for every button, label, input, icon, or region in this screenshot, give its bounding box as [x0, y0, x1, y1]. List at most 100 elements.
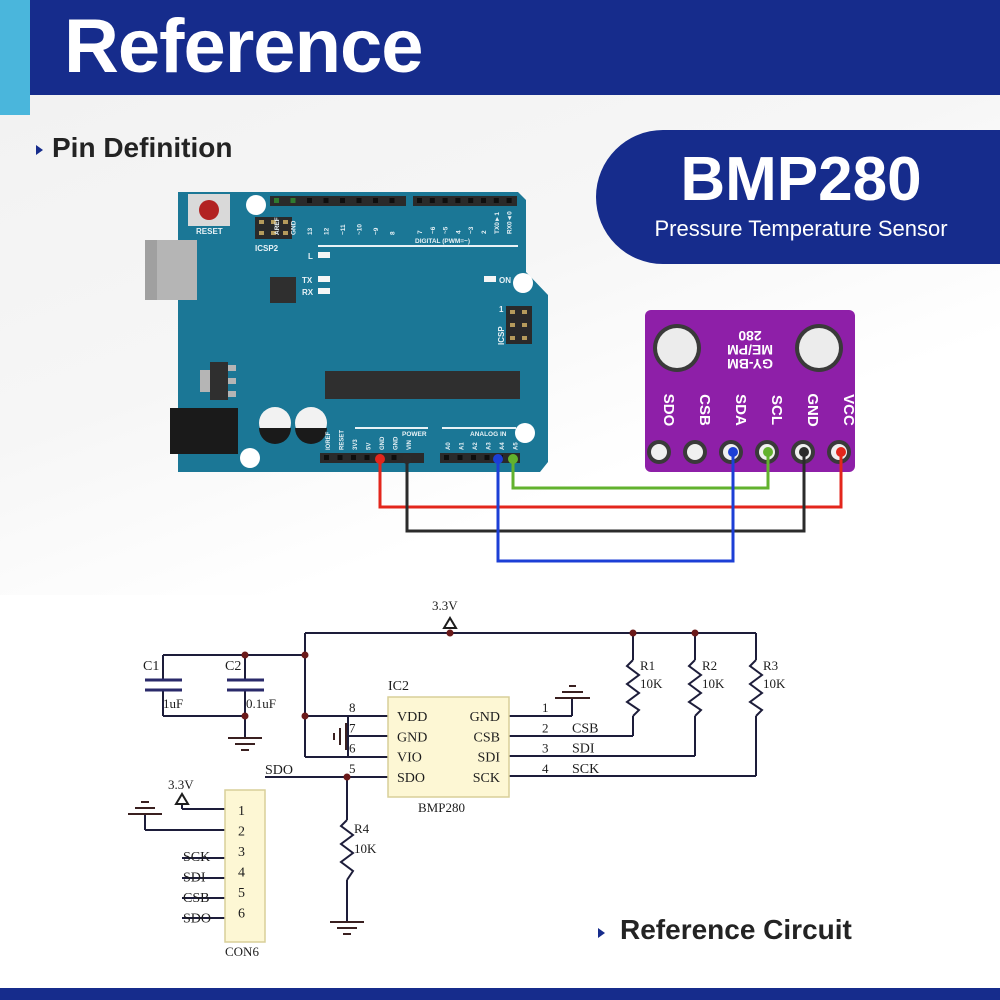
led-tx: [318, 276, 330, 282]
digital-pin: [493, 198, 499, 203]
connector-pin-number: 2: [238, 825, 245, 840]
ic-pin-name: SDI: [477, 751, 500, 766]
power-pin: [337, 455, 343, 460]
wire-vcc: [378, 452, 843, 509]
led-rx: [318, 288, 330, 294]
digital-header-right: [413, 196, 517, 206]
analog-pin-label: A5: [514, 442, 520, 450]
module-pin-label: VCC: [840, 394, 857, 426]
digital-pin-label: 8: [390, 231, 397, 235]
module-mount-hole: [657, 328, 697, 368]
reference-schematic: 3.3V 3.3V C1 1uF C2 0.1uF R1 10K R2 10K …: [128, 598, 786, 959]
power-pin-label: RESET: [340, 430, 346, 450]
led-on: [484, 276, 496, 282]
product-badge: BMP280 Pressure Temperature Sensor: [596, 130, 1000, 264]
digital-pin: [356, 198, 362, 203]
section-title-pin-definition: Pin Definition: [52, 132, 233, 163]
wire-scl: [511, 452, 770, 490]
r1-value: 10K: [640, 676, 663, 691]
icsp-pin1-label: 1: [499, 305, 504, 314]
power-pin-label: VIN: [407, 440, 413, 450]
analog-header-label: ANALOG IN: [470, 431, 507, 438]
led-label-on: ON: [499, 276, 511, 285]
sdo-net-label: SDO: [265, 763, 293, 778]
module-pin-hole: [651, 444, 667, 460]
connector-net-label: SCK: [183, 850, 210, 865]
connector-pin-number: 3: [238, 845, 245, 860]
silkscreen-line: GY-BM: [727, 356, 773, 372]
product-subtitle: Pressure Temperature Sensor: [654, 216, 948, 241]
digital-pin: [468, 198, 474, 203]
analog-pin: [457, 455, 463, 460]
connector-pin-number: 4: [238, 866, 245, 881]
silkscreen-line: 280: [738, 328, 762, 344]
analog-header: [440, 453, 520, 463]
power-pin-label: GND: [394, 436, 400, 450]
analog-pin-label: A0: [446, 442, 452, 450]
connector-ref: CON6: [225, 944, 259, 959]
r4-ref: R4: [354, 821, 370, 836]
section-title-reference-circuit: Reference Circuit: [620, 914, 852, 945]
led-label-rx: RX: [302, 288, 314, 297]
net-label: SDI: [572, 742, 595, 757]
digital-pin: [429, 198, 435, 203]
module-pin-hole: [687, 444, 703, 460]
digital-pin-label: AREF: [274, 217, 281, 235]
power-pin-label: IOREF: [326, 431, 332, 450]
usb-connector-edge: [145, 240, 157, 300]
digital-pin: [307, 198, 312, 203]
electrolytic-capacitors: [259, 407, 327, 444]
digital-pin-label: 7: [417, 230, 424, 234]
regulator-legs: [228, 365, 236, 397]
ic-pin-name: VIO: [397, 751, 422, 766]
digital-header-label: DIGITAL (PWM=~): [415, 238, 470, 245]
r3-value: 10K: [763, 676, 786, 691]
c1-value: 1uF: [163, 696, 183, 711]
analog-pin: [444, 455, 449, 460]
bullet-icon: [598, 928, 605, 938]
voltage-regulator: [210, 362, 228, 400]
analog-pin-label: A3: [487, 442, 493, 450]
digital-pin-label: ~6: [430, 226, 437, 234]
digital-pin-label: 13: [307, 227, 314, 235]
header-accent-bar: [0, 0, 30, 115]
power-pin: [351, 455, 356, 460]
icsp2-pins: [259, 220, 288, 235]
digital-pin-label: ~10: [357, 224, 364, 235]
analog-pin-label: A1: [460, 442, 466, 450]
icsp-pins: [510, 310, 527, 340]
power-pin-label: 5V: [367, 443, 373, 450]
connector-net-label: SDO: [183, 912, 211, 927]
r2-value: 10K: [702, 676, 725, 691]
digital-pin: [481, 198, 486, 203]
digital-pin: [506, 198, 512, 203]
digital-pin-label: TX0►1: [494, 212, 501, 234]
ic-pin-number: 8: [349, 700, 356, 715]
module-mount-hole: [799, 328, 839, 368]
power-pin-label: 3V3: [353, 439, 359, 450]
silkscreen-line: ME/PM: [727, 342, 773, 358]
resistor-symbols: [339, 659, 764, 881]
mounting-hole: [515, 423, 535, 443]
mounting-hole: [246, 195, 266, 215]
digital-pin: [373, 198, 378, 203]
header-banner: Reference: [30, 0, 1000, 95]
wire-sda: [496, 452, 735, 563]
c1-ref: C1: [143, 659, 159, 674]
mounting-hole: [513, 273, 533, 293]
ic-pin-name: GND: [470, 710, 500, 725]
digital-pin-label: ~3: [468, 226, 475, 234]
connector-net-label: SDI: [183, 871, 206, 886]
regulator-tab: [200, 370, 210, 392]
led-l: [318, 252, 330, 258]
module-pin-label: SCL: [768, 395, 785, 425]
digital-pin-label: ~5: [443, 226, 450, 234]
icsp-header: [506, 306, 532, 344]
digital-pin-label: 2: [481, 230, 488, 234]
digital-pin: [455, 198, 461, 203]
wire-endpoints: [375, 447, 846, 464]
power-pin: [364, 455, 370, 460]
